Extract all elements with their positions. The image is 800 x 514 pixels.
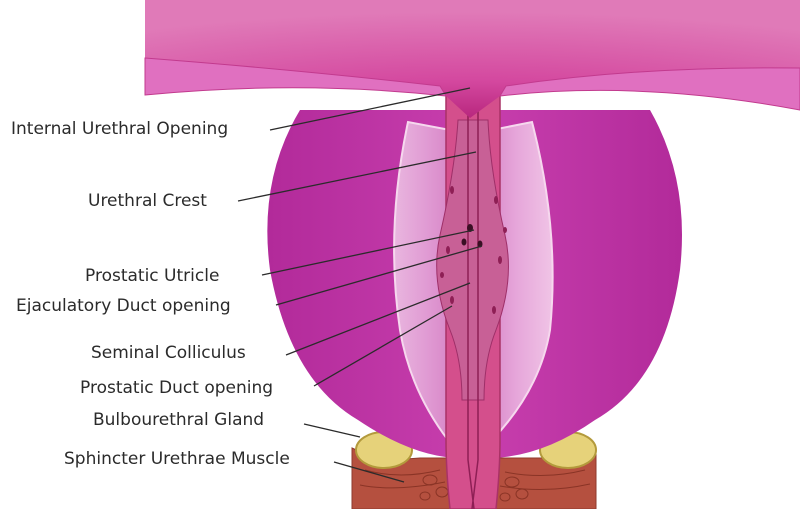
label-urethral-crest: Urethral Crest xyxy=(88,191,207,211)
leader-internal-urethral-opening xyxy=(269,87,471,131)
label-seminal-colliculus: Seminal Colliculus xyxy=(91,343,246,363)
bladder-mucosa-right xyxy=(499,67,800,111)
leader-seminal-colliculus xyxy=(285,282,471,356)
prostatic-duct-dots xyxy=(440,186,507,314)
label-prostatic-duct-opening: Prostatic Duct opening xyxy=(80,378,274,398)
label-sphincter-urethrae-muscle: Sphincter Urethrae Muscle xyxy=(64,449,290,469)
leader-lines xyxy=(237,87,483,483)
bladder-shape xyxy=(145,0,800,118)
leader-prostatic-duct-opening xyxy=(313,305,453,387)
label-ejaculatory-duct-opening: Ejaculatory Duct opening xyxy=(16,296,231,316)
bladder-mucosa xyxy=(144,57,447,97)
leader-ejaculatory-duct-opening xyxy=(275,245,483,306)
utricle-openings xyxy=(461,224,483,248)
leader-urethral-crest xyxy=(237,151,477,202)
seminal-colliculus-shape xyxy=(436,119,509,401)
leader-sphincter-urethrae-muscle xyxy=(333,461,405,483)
prostate-inner-right xyxy=(491,120,554,443)
label-internal-urethral-opening: Internal Urethral Opening xyxy=(11,119,229,139)
leader-prostatic-utricle xyxy=(261,229,475,276)
label-bulbourethral-gland: Bulbourethral Gland xyxy=(93,410,265,430)
urethral-lumen xyxy=(467,100,479,510)
label-prostatic-utricle: Prostatic Utricle xyxy=(85,266,220,286)
leader-bulbourethral-gland xyxy=(303,423,361,438)
muscle-texture xyxy=(359,469,591,502)
prostate-inner-left xyxy=(393,120,452,443)
